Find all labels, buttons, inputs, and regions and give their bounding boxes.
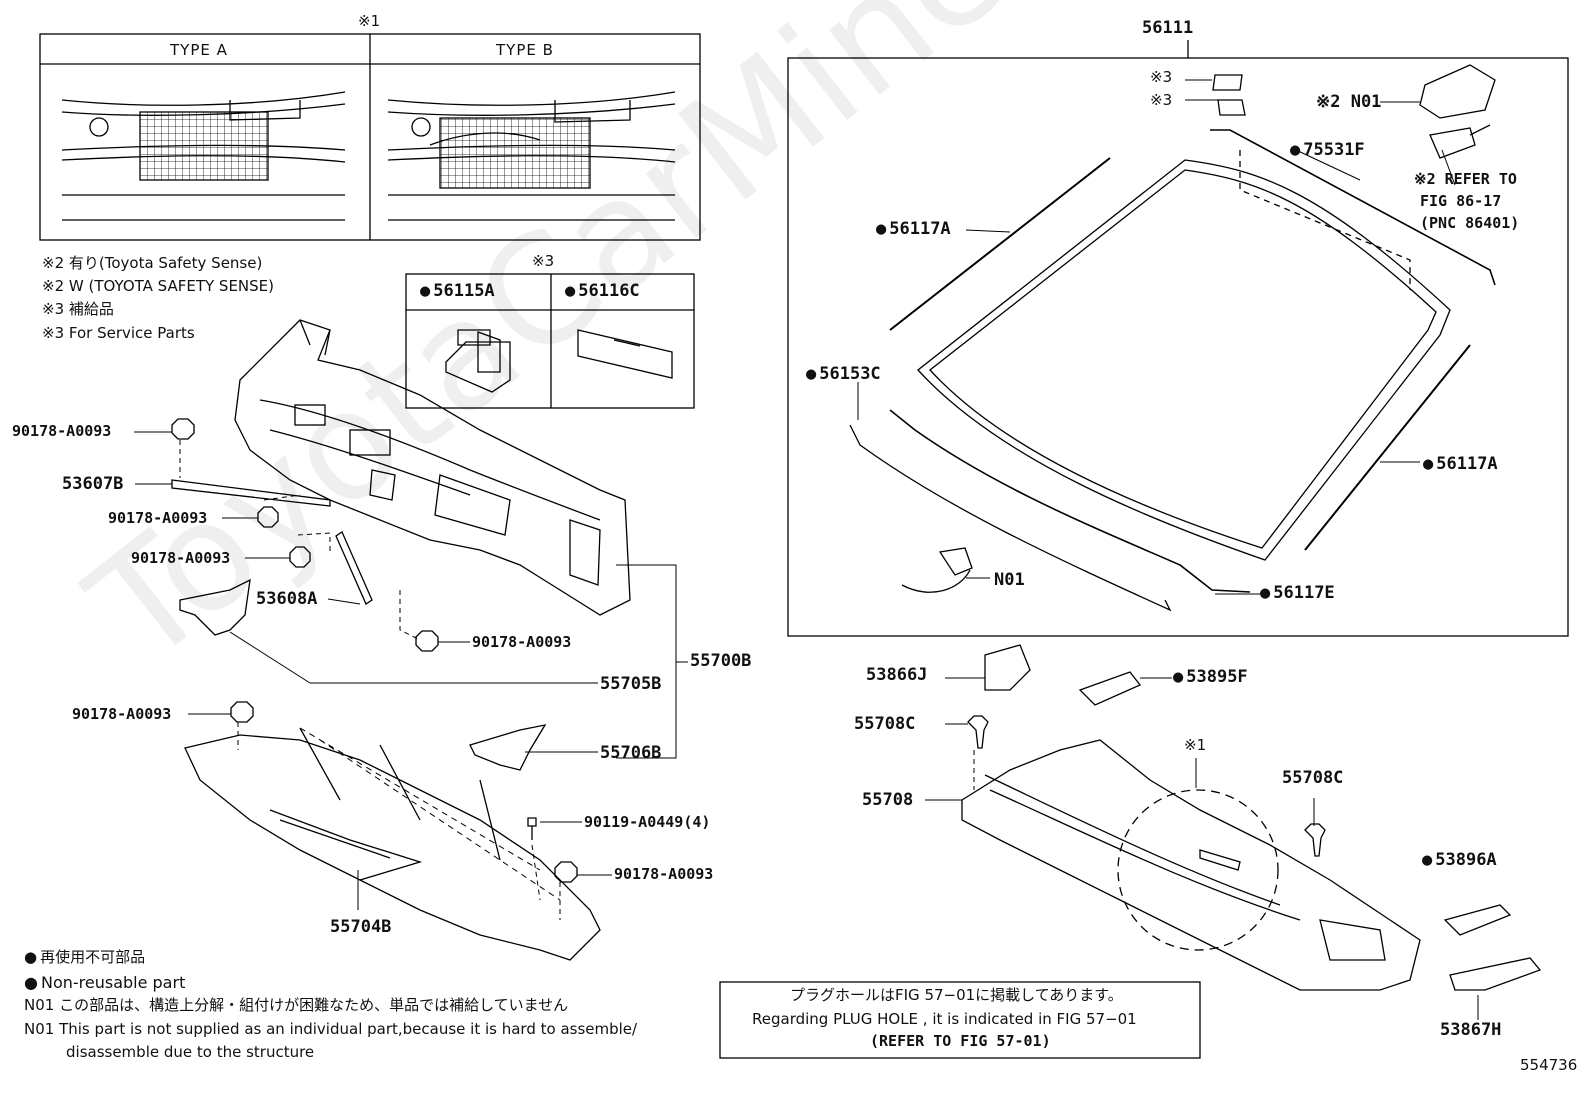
part-53895F-label: 53895F bbox=[1173, 669, 1247, 686]
bolt-label-3: 90178-A0093 bbox=[131, 549, 231, 567]
n01-top-label: ※2 N01 bbox=[1316, 92, 1382, 112]
bracket-55705B bbox=[179, 578, 251, 636]
fasteners-left bbox=[171, 418, 578, 883]
cowl-top-panel-55700B bbox=[234, 319, 631, 616]
part-56116C-label: 56116C bbox=[565, 283, 639, 300]
cowl-panel-55708 bbox=[961, 739, 1421, 991]
n01-mid-label: N01 bbox=[994, 570, 1025, 590]
service-box-marker: ※3 bbox=[532, 252, 555, 270]
legend-line-3: ※3 補給品 bbox=[42, 300, 114, 318]
refer-line-3: (PNC 86401) bbox=[1420, 214, 1520, 232]
legend-line-1: ※2 有り(Toyota Safety Sense) bbox=[42, 254, 263, 272]
clip-55708C-a bbox=[967, 715, 989, 749]
part-55708C-a-label: 55708C bbox=[854, 714, 916, 734]
brace-53607B bbox=[171, 479, 331, 507]
part-56117A-right-label: 56117A bbox=[1423, 456, 1497, 473]
part-55708C-b-label: 55708C bbox=[1282, 768, 1344, 788]
refer-line-2: FIG 86-17 bbox=[1420, 192, 1502, 210]
type-b-header: TYPE B bbox=[496, 41, 554, 59]
part-55708-label: 55708 bbox=[862, 790, 914, 810]
n01-footnote-en-2: disassemble due to the structure bbox=[66, 1043, 315, 1061]
bolt-label-2: 90178-A0093 bbox=[108, 509, 208, 527]
legend-line-2: ※2 W (TOYOTA SAFETY SENSE) bbox=[42, 277, 274, 295]
bolt-label-5: 90178-A0093 bbox=[72, 705, 172, 723]
part-53895F bbox=[1078, 671, 1142, 706]
part-55705B-label: 55705B bbox=[600, 674, 662, 694]
service-marker-a: ※3 bbox=[1150, 68, 1173, 86]
part-53896A-label: 53896A bbox=[1422, 852, 1496, 869]
part-53866J bbox=[984, 644, 1031, 691]
plug-hole-en: Regarding PLUG HOLE , it is indicated in… bbox=[752, 1010, 1137, 1028]
service-parts-box bbox=[405, 273, 695, 409]
part-56111-label: 56111 bbox=[1142, 18, 1194, 38]
plug-hole-box bbox=[719, 981, 1201, 1059]
bolt-label-4: 90178-A0093 bbox=[472, 633, 572, 651]
legend-line-4: ※3 For Service Parts bbox=[42, 324, 195, 342]
part-53866J-label: 53866J bbox=[866, 665, 928, 685]
detail-circle-1 bbox=[1117, 789, 1279, 951]
part-56117A-left-label: 56117A bbox=[876, 221, 950, 238]
part-53896A bbox=[1443, 904, 1512, 936]
plug-hole-jp: プラグホールはFIG 57−01に掲載してあります。 bbox=[790, 986, 1123, 1004]
brace-53608A-label: 53608A bbox=[256, 589, 318, 609]
part-75531F-label: 75531F bbox=[1290, 142, 1364, 159]
n01-footnote-en-1: N01 This part is not supplied as an indi… bbox=[24, 1020, 638, 1038]
part-53867H-label: 53867H bbox=[1440, 1020, 1502, 1040]
clip-55708C-b bbox=[1304, 823, 1326, 857]
type-a-header: TYPE A bbox=[170, 41, 228, 59]
screw-label: 90119-A0449(4) bbox=[584, 813, 711, 831]
non-reusable-en: Non-reusable part bbox=[24, 975, 185, 991]
brace-53608A bbox=[335, 531, 373, 605]
figure-number: 554736 bbox=[1520, 1056, 1578, 1074]
detail-marker-1: ※1 bbox=[1184, 736, 1207, 754]
service-marker-b: ※3 bbox=[1150, 91, 1173, 109]
bolt-label-6: 90178-A0093 bbox=[614, 865, 714, 883]
part-55706B-label: 55706B bbox=[600, 743, 662, 763]
part-55704B-label: 55704B bbox=[330, 917, 392, 937]
bolt-label-1: 90178-A0093 bbox=[12, 422, 112, 440]
part-53867H bbox=[1449, 957, 1542, 991]
part-56117E-label: 56117E bbox=[1260, 585, 1334, 602]
type-box-marker: ※1 bbox=[358, 12, 381, 30]
brace-53607B-label: 53607B bbox=[62, 474, 124, 494]
n01-footnote-jp: N01 この部品は、構造上分解・組付けが困難なため、単品では補給していません bbox=[24, 996, 569, 1014]
bracket-55706B bbox=[469, 724, 547, 771]
refer-line-1: ※2 REFER TO bbox=[1414, 170, 1517, 188]
non-reusable-jp: 再使用不可部品 bbox=[24, 950, 145, 965]
cowl-louver-55704B bbox=[184, 727, 601, 961]
part-56115A-label: 56115A bbox=[420, 283, 494, 300]
windshield-box bbox=[787, 40, 1569, 637]
plug-hole-ref: (REFER TO FIG 57-01) bbox=[870, 1032, 1051, 1050]
part-55700B-label: 55700B bbox=[690, 651, 752, 671]
type-comparison-box bbox=[39, 33, 701, 241]
part-56153C-label: 56153C bbox=[806, 366, 880, 383]
